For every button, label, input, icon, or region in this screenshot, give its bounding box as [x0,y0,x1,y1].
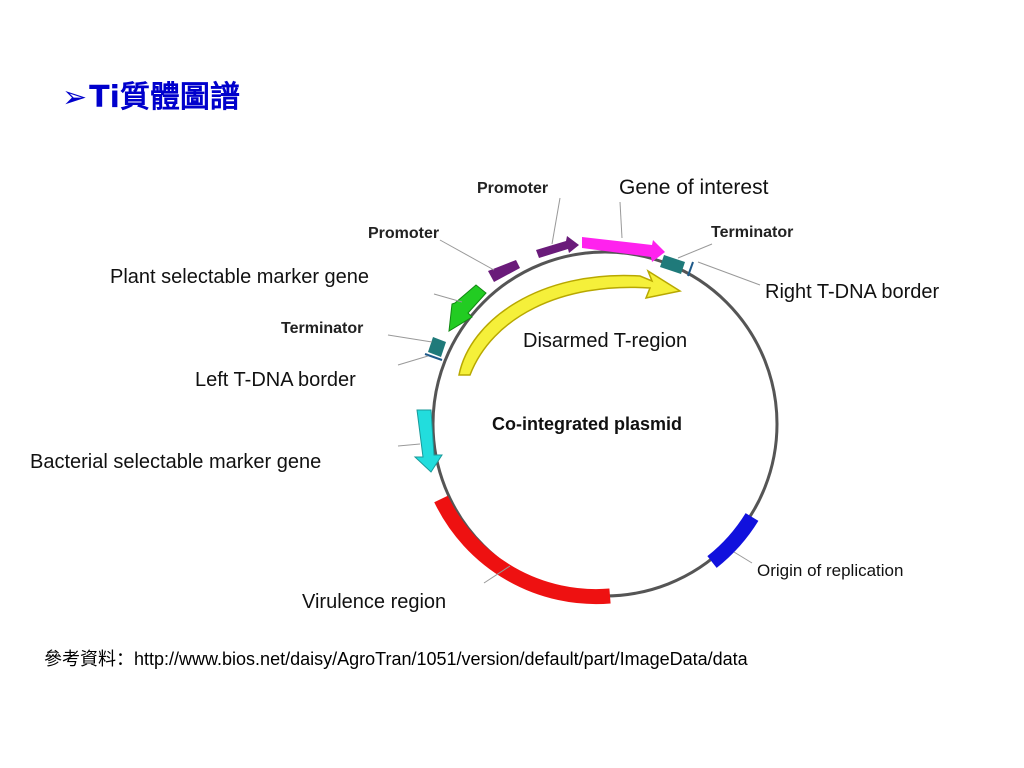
label-disarmed-t-region: Disarmed T-region [523,330,687,352]
label-terminator-left: Terminator [281,320,363,337]
label-promoter-left: Promoter [368,225,439,242]
label-origin-of-replication: Origin of replication [757,561,903,580]
reference-label: 參考資料： [44,649,134,670]
label-terminator-right: Terminator [711,224,793,241]
label-promoter-top: Promoter [477,180,548,197]
reference-footer: 參考資料：http://www.bios.net/daisy/AgroTran/… [44,645,748,671]
bacterial-marker-arrow [413,409,443,473]
label-virulence-region: Virulence region [302,591,446,613]
arrow-bullet-icon: ➢ [62,80,88,115]
label-left-border: Left T-DNA border [195,369,356,391]
label-right-border: Right T-DNA border [765,281,939,303]
terminator-right-segment [660,255,685,274]
plant-marker-arrow [448,284,487,332]
terminator-left-segment [428,337,446,357]
virulence-region-segment [434,495,611,605]
reference-url[interactable]: http://www.bios.net/daisy/AgroTran/1051/… [134,649,748,669]
left-border-tick [424,353,443,361]
label-plant-marker: Plant selectable marker gene [110,266,369,288]
leader-lines [387,197,761,584]
label-co-integrated-plasmid: Co-integrated plasmid [492,414,682,434]
origin-of-replication-segment [707,512,759,568]
promoter-left-arrow [488,260,520,282]
title-text: Ti質體圖譜 [89,80,240,115]
slide-title: ➢Ti質體圖譜 [62,78,240,118]
label-gene-of-interest: Gene of interest [619,176,769,199]
right-border-tick [687,261,694,277]
promoter-top-arrow [536,236,579,258]
gene-of-interest-arrow [582,237,665,262]
label-bacterial-marker: Bacterial selectable marker gene [30,451,321,473]
disarmed-t-region-arrow [458,269,682,376]
